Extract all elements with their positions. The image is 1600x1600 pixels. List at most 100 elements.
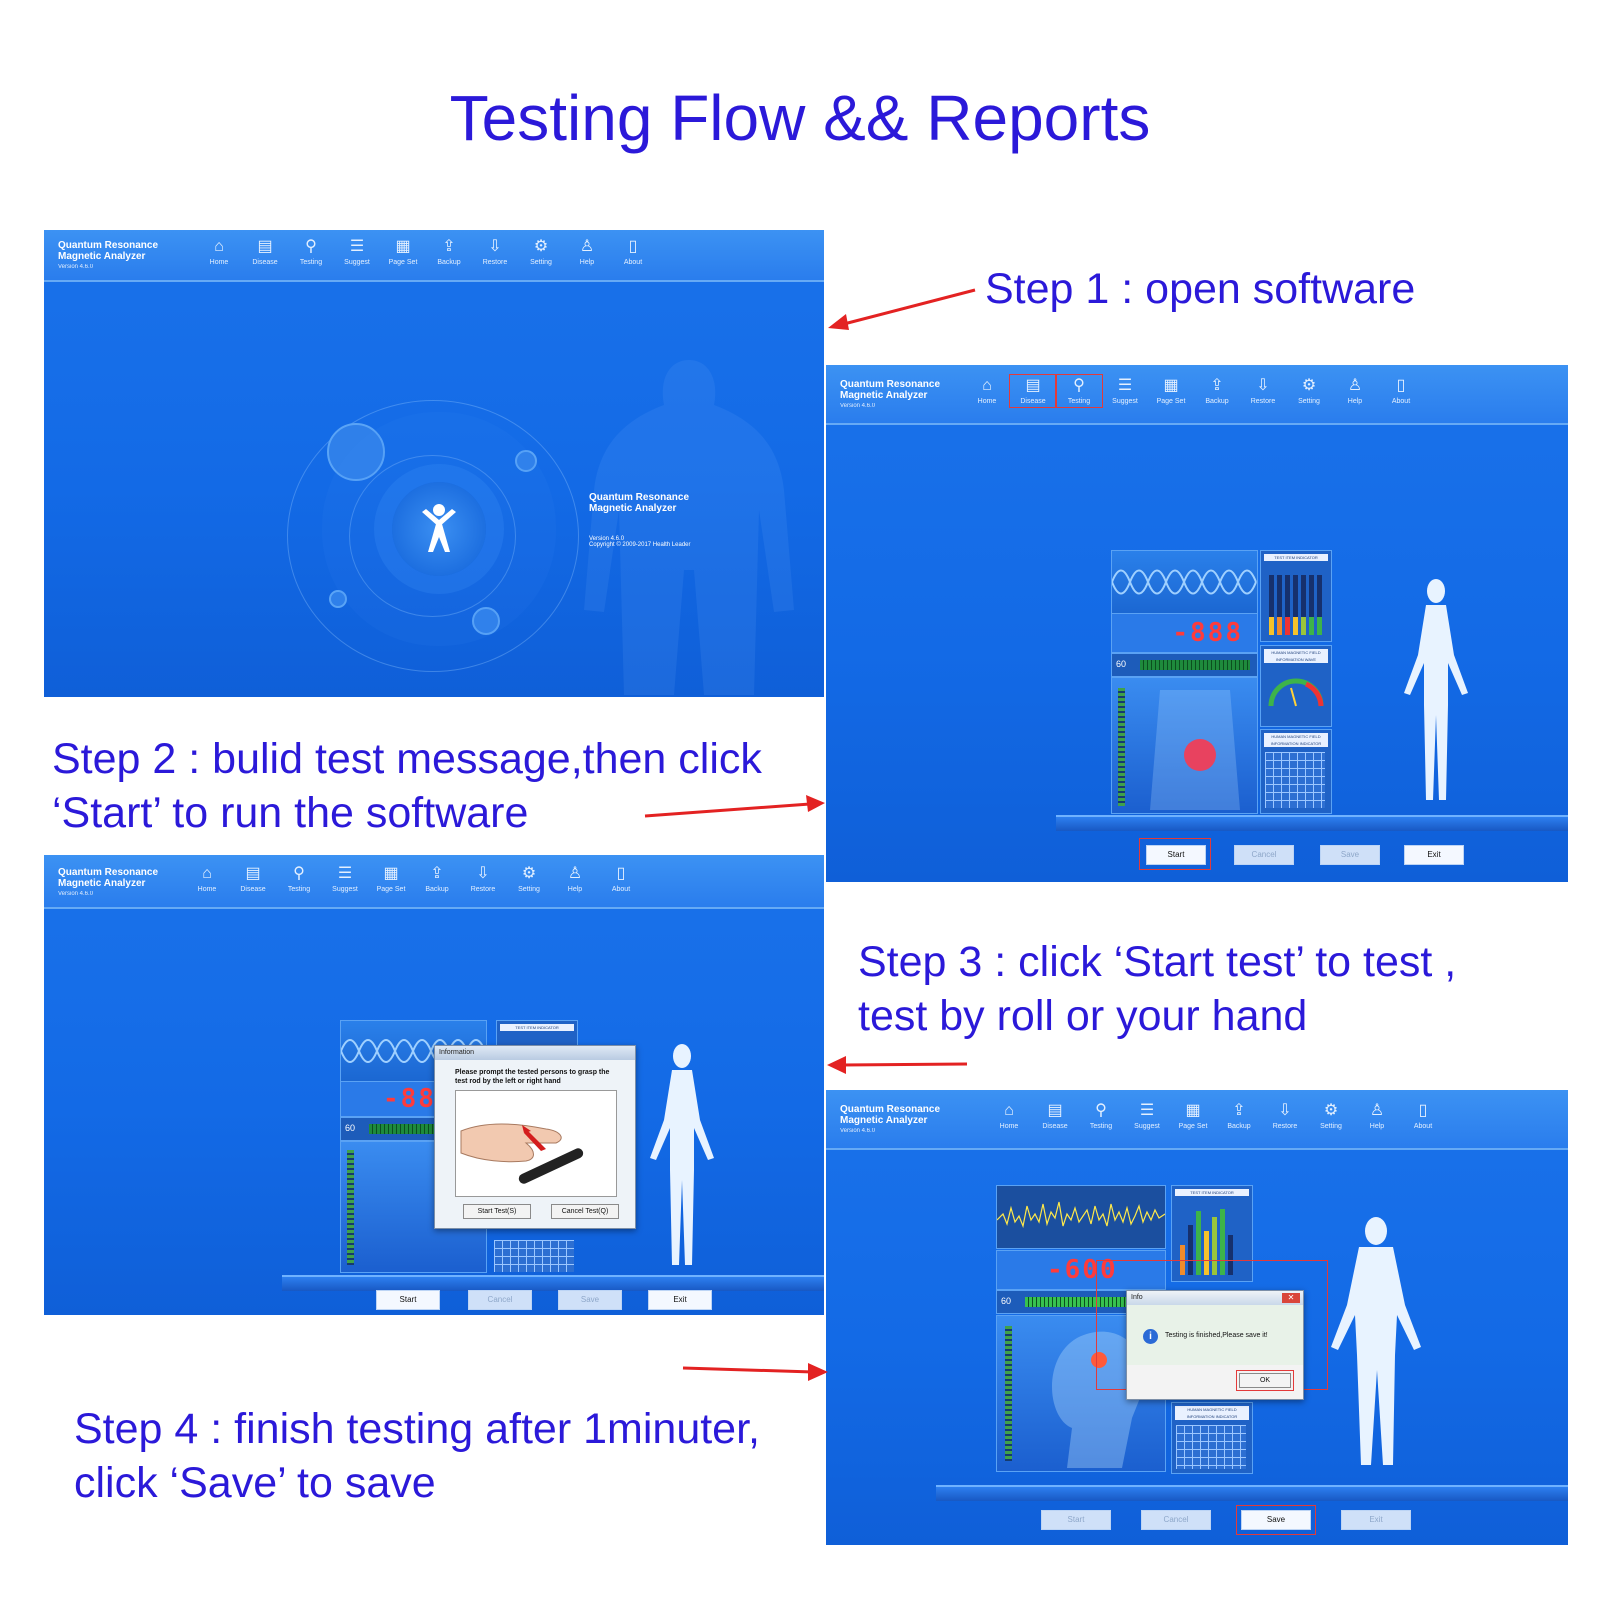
- orbit-dot-small: [329, 590, 347, 608]
- nav-home[interactable]: ⌂Home: [196, 236, 242, 268]
- nav-disease[interactable]: ▤Disease: [1009, 374, 1057, 408]
- clipboard-icon: ▤: [1047, 1102, 1063, 1119]
- nav-suggest[interactable]: ☰Suggest: [1102, 375, 1148, 407]
- exit-button[interactable]: Exit: [1404, 845, 1464, 865]
- nav-label: Backup: [425, 886, 449, 893]
- save-button[interactable]: Save: [1320, 845, 1380, 865]
- splash-copyright: Copyright © 2009-2017 Health Leader: [589, 542, 691, 548]
- nav-label: Setting: [1320, 1123, 1342, 1130]
- nav-label: Help: [1347, 398, 1363, 405]
- nav-label: Disease: [1020, 398, 1046, 405]
- nav-page-set[interactable]: ▦Page Set: [368, 863, 414, 895]
- screenshot-step1-splash: Quantum Resonance Magnetic Analyzer Vers…: [44, 230, 824, 697]
- nav-label: Restore: [470, 886, 496, 893]
- save-button[interactable]: Save: [558, 1290, 622, 1310]
- nav-about[interactable]: ▯About: [598, 863, 644, 895]
- book-icon: ▯: [1418, 1102, 1428, 1119]
- nav-disease[interactable]: ▤Disease: [230, 863, 276, 895]
- nav-label: Help: [1369, 1123, 1385, 1130]
- step4-line1: Step 4 : finish testing after 1minuter,: [74, 1405, 760, 1453]
- nav-home[interactable]: ⌂Home: [184, 863, 230, 895]
- nav-label: Backup: [437, 259, 461, 266]
- nav-help[interactable]: ♙Help: [1354, 1100, 1400, 1132]
- list-icon: ☰: [1117, 377, 1133, 394]
- panel-label: HUMAN MAGNETIC FIELD INFORMATION INDICAT…: [1264, 733, 1328, 747]
- nav-setting[interactable]: ⚙Setting: [1308, 1100, 1354, 1132]
- cancel-button[interactable]: Cancel: [468, 1290, 532, 1310]
- magnifier-icon: ⚲: [305, 238, 317, 255]
- app-name-line1: Quantum Resonance: [840, 379, 941, 390]
- user-help-icon: ♙: [567, 865, 583, 882]
- nav-restore[interactable]: ⇩Restore: [472, 236, 518, 268]
- ecg-wave-icon: [996, 1201, 1166, 1229]
- screenshot-step2-main: Quantum Resonance Magnetic Analyzer Vers…: [826, 365, 1568, 882]
- hand-grip-illustration: [455, 1090, 617, 1197]
- nav-page-set[interactable]: ▦Page Set: [1148, 375, 1194, 407]
- nav-disease[interactable]: ▤Disease: [1032, 1100, 1078, 1132]
- nav-restore[interactable]: ⇩Restore: [1240, 375, 1286, 407]
- dialog-title-text: Info: [1131, 1294, 1143, 1301]
- timer-value: 60: [1116, 659, 1127, 669]
- nav-testing[interactable]: ⚲Testing: [1055, 374, 1103, 408]
- nav-about[interactable]: ▯About: [1378, 375, 1424, 407]
- nav-backup[interactable]: ⇪Backup: [414, 863, 460, 895]
- nav-setting[interactable]: ⚙Setting: [1286, 375, 1332, 407]
- nav-suggest[interactable]: ☰Suggest: [1124, 1100, 1170, 1132]
- nav-label: Suggest: [1134, 1123, 1160, 1130]
- gear-icon: ⚙: [521, 865, 537, 882]
- nav-testing[interactable]: ⚲Testing: [288, 236, 334, 268]
- counter-panel: -888: [1111, 613, 1258, 653]
- nav-help[interactable]: ♙Help: [564, 236, 610, 268]
- cancel-button[interactable]: Cancel: [1141, 1510, 1211, 1530]
- nav-backup[interactable]: ⇪Backup: [1194, 375, 1240, 407]
- start-button[interactable]: Start: [1146, 845, 1206, 865]
- nav-about[interactable]: ▯About: [1400, 1100, 1446, 1132]
- nav-page-set[interactable]: ▦Page Set: [380, 236, 426, 268]
- start-button[interactable]: Start: [376, 1290, 440, 1310]
- nav-suggest[interactable]: ☰Suggest: [334, 236, 380, 268]
- timer-value: 60: [1001, 1296, 1012, 1306]
- start-button[interactable]: Start: [1041, 1510, 1111, 1530]
- nav-restore[interactable]: ⇩Restore: [1262, 1100, 1308, 1132]
- nav-setting[interactable]: ⚙Setting: [506, 863, 552, 895]
- exit-button[interactable]: Exit: [1341, 1510, 1411, 1530]
- orbit-ring-inner: [349, 455, 516, 617]
- nav-page-set[interactable]: ▦Page Set: [1170, 1100, 1216, 1132]
- dialog-title: Info ✕: [1127, 1291, 1303, 1305]
- nav-backup[interactable]: ⇪Backup: [426, 236, 472, 268]
- cancel-button[interactable]: Cancel: [1234, 845, 1294, 865]
- ok-button[interactable]: OK: [1236, 1370, 1294, 1391]
- level-meter: [1118, 688, 1125, 806]
- nav-help[interactable]: ♙Help: [1332, 375, 1378, 407]
- nav-label: Backup: [1205, 398, 1229, 405]
- nav-setting[interactable]: ⚙Setting: [518, 236, 564, 268]
- cancel-test-button[interactable]: Cancel Test(Q): [551, 1204, 619, 1219]
- nav-testing[interactable]: ⚲Testing: [276, 863, 322, 895]
- splash-name-line2: Magnetic Analyzer: [589, 503, 677, 514]
- nav-help[interactable]: ♙Help: [552, 863, 598, 895]
- nav-backup[interactable]: ⇪Backup: [1216, 1100, 1262, 1132]
- exit-button[interactable]: Exit: [648, 1290, 712, 1310]
- step3-label: Step 3 : click ‘Start test’ to test , te…: [858, 935, 1456, 1043]
- save-button[interactable]: Save: [1236, 1505, 1316, 1535]
- app-toolbar: Quantum Resonance Magnetic Analyzer Vers…: [44, 855, 824, 909]
- start-test-button[interactable]: Start Test(S): [463, 1204, 531, 1219]
- book-icon: ▯: [628, 238, 638, 255]
- timer-value: 60: [345, 1123, 356, 1133]
- nav-home[interactable]: ⌂Home: [986, 1100, 1032, 1132]
- arrow-step1: [828, 288, 976, 330]
- indicator-bars: [1269, 569, 1322, 635]
- screenshot-step3-start-test: Quantum Resonance Magnetic Analyzer Vers…: [44, 855, 824, 1315]
- app-toolbar: Quantum Resonance Magnetic Analyzer Vers…: [44, 230, 824, 282]
- app-name-line1: Quantum Resonance: [840, 1104, 941, 1115]
- nav-restore[interactable]: ⇩Restore: [460, 863, 506, 895]
- nav-testing[interactable]: ⚲Testing: [1078, 1100, 1124, 1132]
- app-toolbar: Quantum Resonance Magnetic Analyzer Vers…: [826, 365, 1568, 425]
- nav-home[interactable]: ⌂Home: [964, 375, 1010, 407]
- app-name-line1: Quantum Resonance: [58, 867, 159, 878]
- nav-suggest[interactable]: ☰Suggest: [322, 863, 368, 895]
- nav-about[interactable]: ▯About: [610, 236, 656, 268]
- clipboard-icon: ▤: [245, 865, 261, 882]
- nav-disease[interactable]: ▤Disease: [242, 236, 288, 268]
- close-icon[interactable]: ✕: [1282, 1293, 1300, 1303]
